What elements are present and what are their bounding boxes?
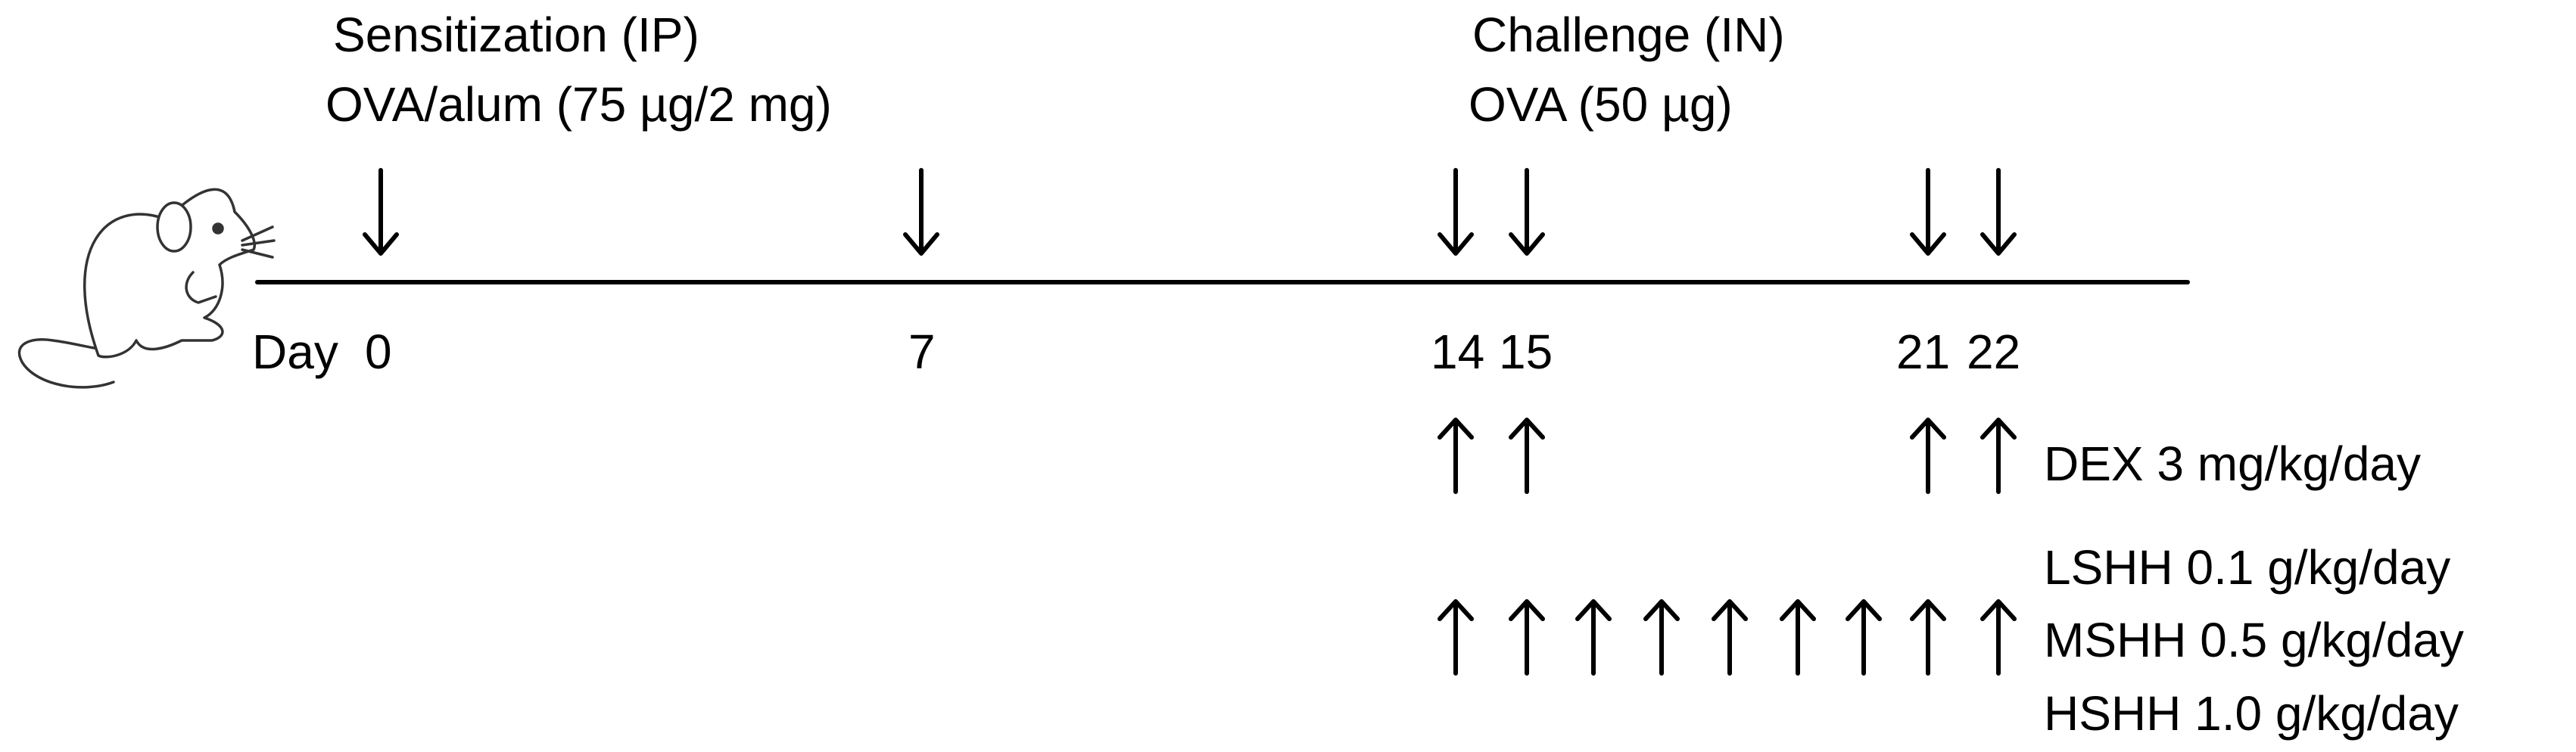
day-21-label: 21 (1896, 325, 1950, 379)
down-arrows (363, 168, 2017, 256)
day-22-label: 22 (1967, 325, 2020, 379)
day-7-label: 7 (908, 325, 936, 379)
down-arrow-icon (1980, 168, 2017, 256)
down-arrow-icon (1910, 168, 1946, 256)
up-arrow-icon (1910, 599, 1946, 676)
up-arrow-icon (1509, 418, 1545, 494)
up-arrow-icon (1712, 599, 1748, 676)
down-arrow-icon (1438, 168, 1474, 256)
challenge-title: Challenge (IN) (1472, 8, 1785, 62)
day-15-label: 15 (1499, 325, 1553, 379)
up-arrow-icon (1780, 599, 1816, 676)
up-arrow-icon (1980, 418, 2017, 494)
dex-up-arrows (1438, 418, 2017, 494)
shh-up-arrows (1438, 599, 2017, 676)
up-arrow-icon (1643, 599, 1680, 676)
up-arrow-icon (1575, 599, 1612, 676)
hshh-label: HSHH 1.0 g/kg/day (2044, 686, 2459, 741)
up-arrow-icon (1980, 599, 2017, 676)
sensitization-dose: OVA/alum (75 µg/2 mg) (326, 77, 832, 132)
down-arrow-icon (363, 168, 399, 256)
up-arrow-icon (1910, 418, 1946, 494)
dex-label: DEX 3 mg/kg/day (2044, 437, 2421, 491)
sensitization-title: Sensitization (IP) (333, 8, 699, 62)
challenge-dose: OVA (50 µg) (1469, 77, 1733, 132)
lshh-label: LSHH 0.1 g/kg/day (2044, 540, 2450, 595)
down-arrow-icon (903, 168, 939, 256)
mouse-icon (17, 188, 276, 389)
up-arrow-icon (1846, 599, 1882, 676)
mshh-label: MSHH 0.5 g/kg/day (2044, 613, 2464, 667)
up-arrow-icon (1438, 599, 1474, 676)
day-0-label: 0 (365, 325, 392, 379)
day-14-label: 14 (1431, 325, 1484, 379)
down-arrow-icon (1509, 168, 1545, 256)
day-label: Day (252, 325, 338, 379)
up-arrow-icon (1438, 418, 1474, 494)
up-arrow-icon (1509, 599, 1545, 676)
